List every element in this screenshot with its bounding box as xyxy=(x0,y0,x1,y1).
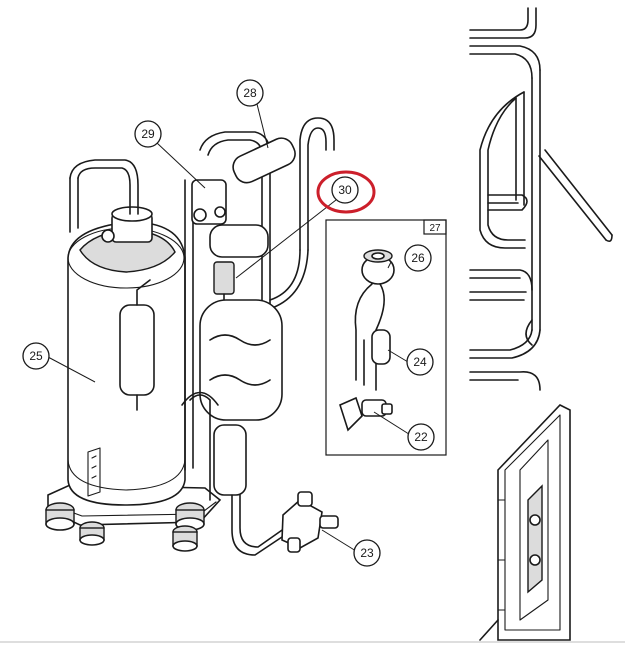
mounting-bracket xyxy=(479,404,571,641)
callout-28-label: 28 xyxy=(243,86,257,100)
callout-30[interactable]: 30 xyxy=(316,170,376,214)
callout-24: 24 xyxy=(406,348,434,376)
callout-27: 27 xyxy=(429,223,441,234)
callout-29-label: 29 xyxy=(141,127,155,141)
callout-24-label: 24 xyxy=(413,355,427,369)
heat-exchanger-pipes xyxy=(469,7,613,391)
compressor-assembly xyxy=(45,117,339,556)
callout-28: 28 xyxy=(236,79,264,107)
callout-26-label: 26 xyxy=(411,251,425,265)
callout-30-highlight xyxy=(316,170,376,214)
inset-box-27 xyxy=(325,219,447,456)
callout-26: 26 xyxy=(404,244,432,272)
leader-lines xyxy=(47,103,413,552)
callout-23-label: 23 xyxy=(360,546,374,560)
callout-25: 25 xyxy=(22,342,50,370)
callout-22: 22 xyxy=(407,423,435,451)
callout-27-label: 27 xyxy=(429,223,441,234)
callout-22-label: 22 xyxy=(414,430,428,444)
callout-29: 29 xyxy=(134,120,162,148)
callout-25-label: 25 xyxy=(29,349,43,363)
callout-30-label: 30 xyxy=(338,183,352,197)
callout-23: 23 xyxy=(353,539,381,567)
